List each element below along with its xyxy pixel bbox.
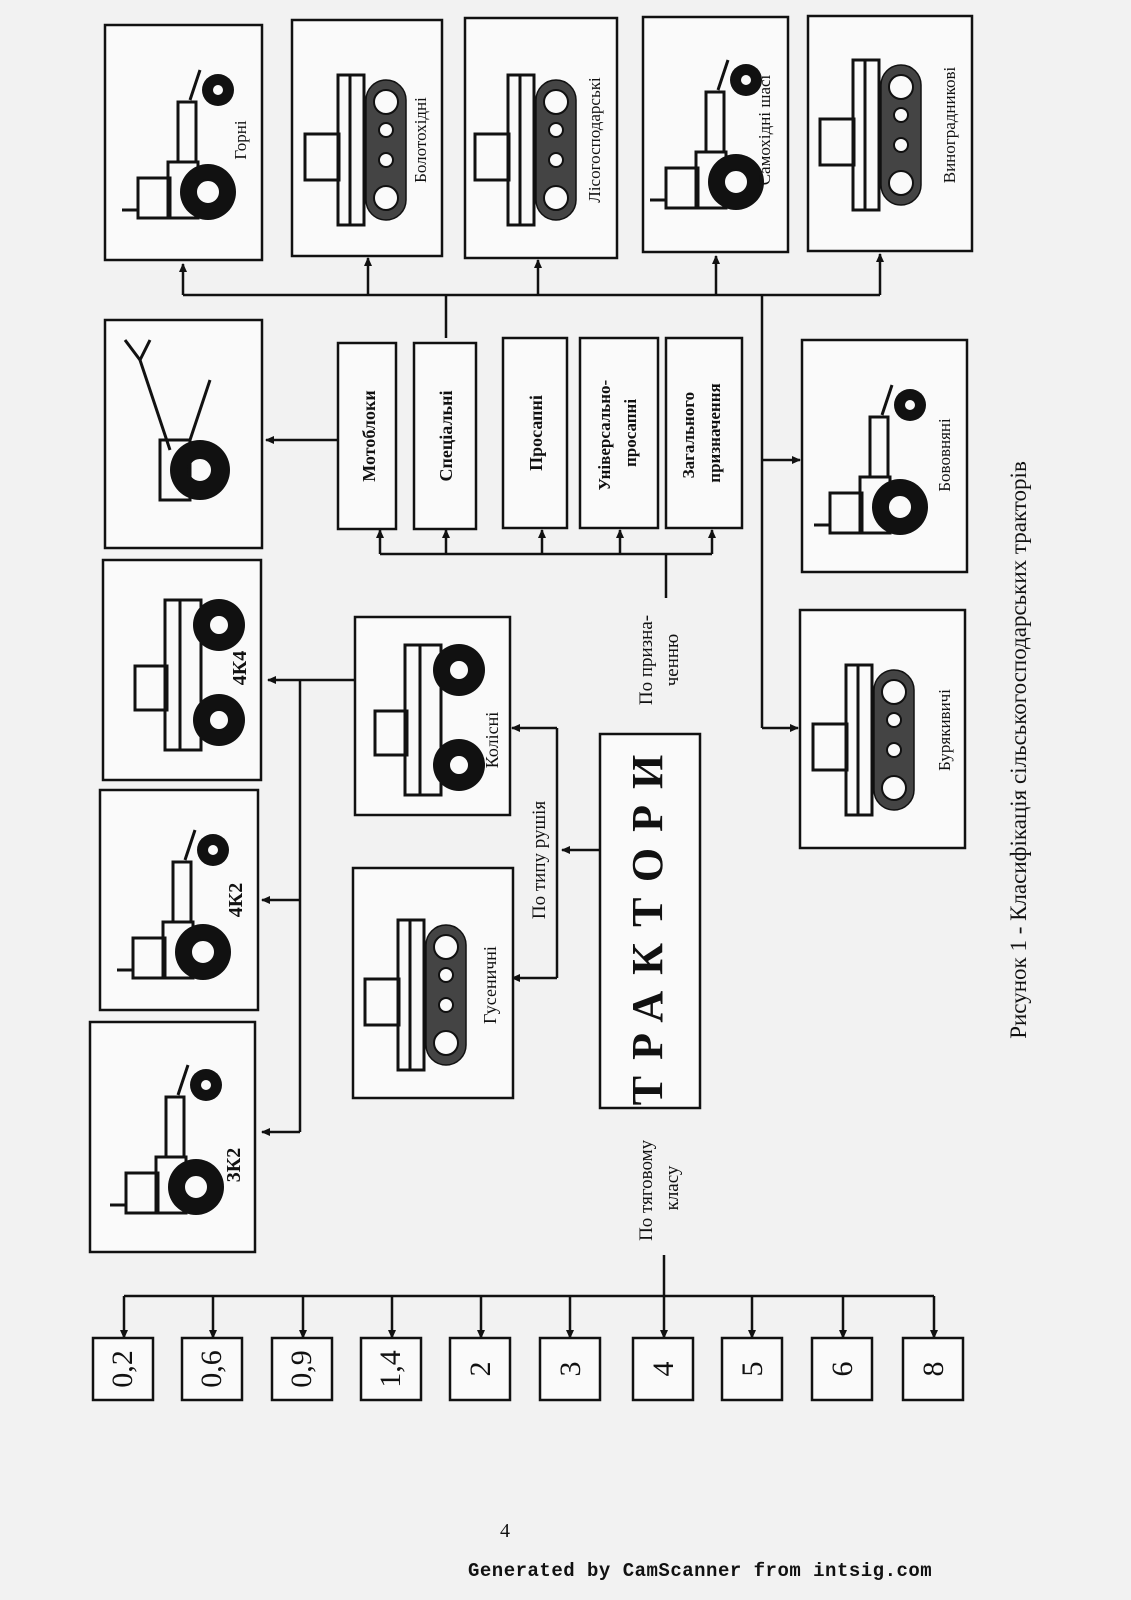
scanner-footer: Generated by CamScanner from intsig.com [468,1560,933,1582]
class-label: 3 [554,1362,587,1377]
special-type-label: Лісогосподарські [585,77,604,203]
svg-text:Універсально- просапні: Універсально- просапні [595,376,640,491]
purpose-categories: Мотоблоки Спеціальні Просапні Універсаль… [336,336,744,531]
purpose-label-line-1: Універсально- [595,379,614,490]
special-type-label: Болотохідні [411,97,430,183]
drive-type-label: Колісні [482,712,502,768]
drive-type-label: Гусеничні [480,946,500,1024]
criterion-by-drive: По типу рушія [529,801,550,920]
special-type-vineyard: Виноградникові [806,14,974,253]
row-crop-label: Бурякивичі [935,689,954,771]
wheel-formula-label: 3К2 [223,1148,245,1183]
motoblock-picture [103,318,264,550]
page-number: 4 [500,1520,510,1542]
criterion-by-purpose: По призна-ченню [636,615,683,705]
class-label: 1,4 [374,1350,407,1388]
svg-text:Загального призначення: Загального призначення [679,383,724,482]
class-label: 2 [464,1362,497,1377]
class-label: 0,6 [195,1350,228,1388]
special-type-label: Виноградникові [940,66,959,183]
special-type-mountain: Горні [103,23,264,262]
row-crop-label: Бововняні [935,418,954,492]
special-type-forestry: Лісогосподарські [463,16,619,260]
wheel-formula-label: 4К4 [229,651,251,686]
purpose-label-line-2: просапні [621,399,640,467]
class-label: 5 [736,1362,769,1377]
criterion-by-class: По тяговому [636,1139,657,1241]
class-label: 0,2 [106,1350,139,1388]
special-type-swamp: Болотохідні [290,18,444,258]
drive-type-wheeled: Колісні [353,615,512,817]
class-label: 4 [647,1362,680,1377]
purpose-label-line-1: Загального [679,392,698,478]
purpose-label: Спеціальні [436,391,456,482]
root-box [598,732,702,1110]
root-label: ТРАКТОРИ [623,739,672,1105]
purpose-label: Мотоблоки [359,390,379,482]
special-type-label: Самохідні шасі [755,74,774,185]
class-label: 0,9 [285,1350,318,1388]
purpose-label-line-2: призначення [705,383,724,482]
purpose-label: Просапні [526,395,546,471]
wheel-formula-4k4: 4К4 [101,558,263,782]
class-label: 6 [826,1362,859,1377]
traction-class-boxes: 0,2 0,6 0,9 1,4 2 3 4 5 6 8 [91,1336,965,1402]
wheel-formula-label: 4К2 [225,883,247,918]
row-crop-cotton: Бововняні [800,338,969,574]
class-label: 8 [917,1362,950,1377]
special-type-label: Горні [231,120,250,159]
criterion-by-class-line-2: класу [662,1165,683,1210]
wheel-formula-4k2: 4К2 [98,788,260,1012]
figure-caption: Рисунок 1 - Класифікація сільськогоспода… [1006,461,1031,1039]
special-type-chassis: Самохідні шасі [641,15,790,254]
wheel-formula-3k2: 3К2 [88,1020,257,1254]
svg-text:По тяговому класу: По тяговому класу [636,1135,683,1241]
drive-type-tracked: Гусеничні [351,866,515,1100]
row-crop-beet: Бурякивичі [798,608,967,850]
connector-lines [120,253,938,1339]
